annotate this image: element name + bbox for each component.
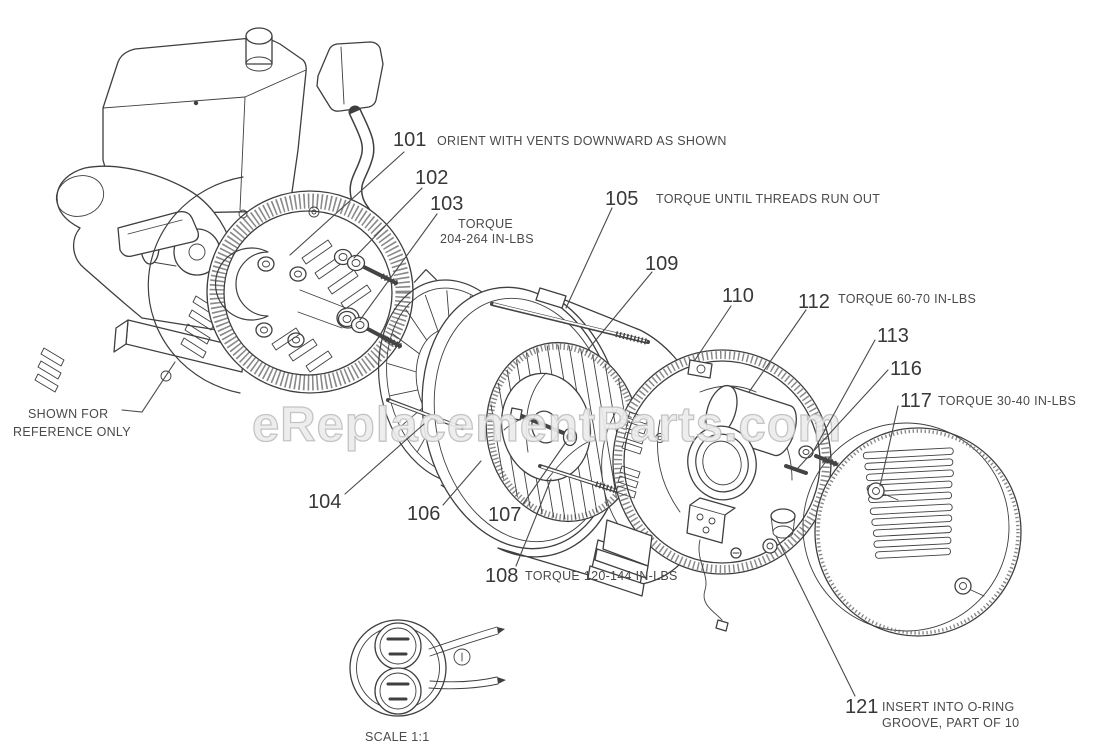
- callout-108-note: TORQUE 120-144 IN-LBS: [525, 569, 678, 583]
- part-end-cover: [802, 422, 1022, 637]
- leader-110: [694, 305, 732, 361]
- leader-117: [879, 405, 899, 487]
- callout-110-number: 110: [722, 285, 754, 307]
- reference-note-line2: REFERENCE ONLY: [13, 425, 131, 439]
- callout-labels: 101 ORIENT WITH VENTS DOWNWARD AS SHOWN …: [13, 129, 1076, 744]
- callout-103-number: 103: [430, 193, 463, 215]
- callout-121-number: 121: [845, 696, 878, 718]
- callout-112-number: 112: [798, 291, 830, 313]
- engine-reference-drawing: [34, 27, 384, 394]
- leader-reference-note: [121, 361, 176, 413]
- callout-117-number: 117: [900, 390, 932, 412]
- callout-113-number: 113: [877, 325, 909, 347]
- leader-113: [813, 339, 876, 451]
- callout-101-number: 101: [393, 129, 426, 151]
- callout-108-number: 108: [485, 565, 518, 587]
- callout-116-number: 116: [890, 358, 922, 380]
- callout-103-note-line1: TORQUE: [458, 217, 513, 231]
- end-cover-louvers: [862, 447, 954, 559]
- part-rotor: [472, 341, 654, 526]
- leader-121: [775, 535, 856, 697]
- leader-102: [353, 187, 423, 259]
- reference-note-line1: SHOWN FOR: [28, 407, 108, 421]
- drum-face-bolts: [255, 256, 307, 348]
- watermark-text: eReplacementParts.com: [252, 398, 842, 452]
- leader-105: [565, 207, 613, 309]
- callout-103-note-line2: 204-264 IN-LBS: [440, 232, 534, 246]
- callout-121-note-line1: INSERT INTO O-RING: [882, 700, 1015, 714]
- rear-housing-slats: [615, 411, 649, 499]
- callout-117-note: TORQUE 30-40 IN-LBS: [938, 394, 1076, 408]
- leader-103: [359, 213, 438, 321]
- callout-109-number: 109: [645, 253, 678, 275]
- leader-104: [344, 423, 425, 495]
- callout-107-number: 107: [488, 504, 521, 526]
- leader-108: [515, 478, 552, 567]
- callout-112-note: TORQUE 60-70 IN-LBS: [838, 292, 976, 306]
- leader-107: [522, 441, 567, 505]
- leader-106: [442, 460, 482, 506]
- leader-112: [748, 309, 807, 393]
- callout-105-number: 105: [605, 188, 638, 210]
- part-through-studs: [386, 302, 650, 495]
- leader-109: [585, 271, 653, 353]
- receptacle-detail-drawing: [349, 619, 506, 717]
- leader-lines: [121, 151, 899, 697]
- callout-121-note-line2: GROOVE, PART OF 10: [882, 716, 1019, 730]
- callout-106-number: 106: [407, 503, 440, 525]
- callout-104-number: 104: [308, 491, 341, 513]
- leader-101: [289, 151, 405, 256]
- callout-101-note: ORIENT WITH VENTS DOWNWARD AS SHOWN: [437, 134, 727, 148]
- callout-105-note: TORQUE UNTIL THREADS RUN OUT: [656, 192, 880, 206]
- part-mounting-bolts: [333, 248, 404, 350]
- callout-102-number: 102: [415, 167, 448, 189]
- leader-116: [797, 369, 889, 469]
- scale-note: SCALE 1:1: [365, 730, 430, 744]
